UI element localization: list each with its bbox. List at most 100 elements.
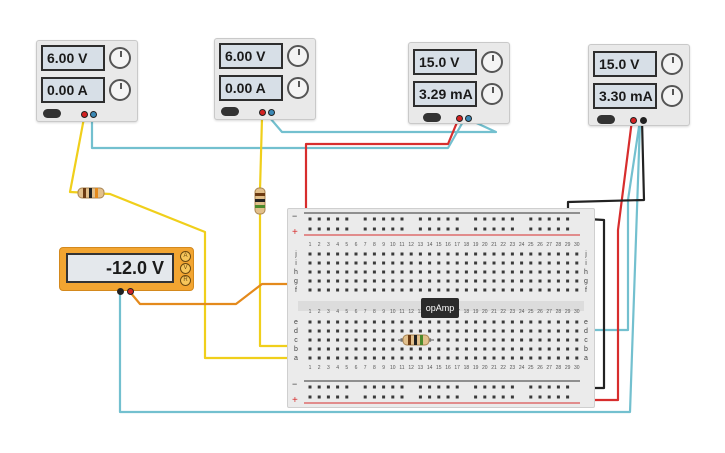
breadboard-hole[interactable] — [455, 385, 459, 389]
breadboard-hole[interactable] — [418, 227, 422, 231]
breadboard-hole[interactable] — [308, 338, 312, 342]
breadboard-hole[interactable] — [446, 288, 450, 292]
breadboard-hole[interactable] — [566, 279, 570, 283]
breadboard-hole[interactable] — [510, 279, 514, 283]
breadboard-hole[interactable] — [474, 270, 478, 274]
breadboard-hole[interactable] — [428, 385, 432, 389]
breadboard-hole[interactable] — [483, 347, 487, 351]
breadboard-hole[interactable] — [437, 356, 441, 360]
breadboard-hole[interactable] — [437, 338, 441, 342]
breadboard-hole[interactable] — [547, 356, 551, 360]
psu1-current-knob[interactable] — [109, 79, 131, 101]
breadboard-hole[interactable] — [455, 227, 459, 231]
breadboard-hole[interactable] — [400, 288, 404, 292]
breadboard-hole[interactable] — [501, 288, 505, 292]
breadboard-hole[interactable] — [336, 385, 340, 389]
breadboard-hole[interactable] — [510, 320, 514, 324]
breadboard-hole[interactable] — [372, 270, 376, 274]
breadboard-hole[interactable] — [520, 356, 524, 360]
breadboard-hole[interactable] — [492, 329, 496, 333]
breadboard-hole[interactable] — [474, 329, 478, 333]
breadboard-hole[interactable] — [455, 356, 459, 360]
breadboard-hole[interactable] — [566, 347, 570, 351]
breadboard-hole[interactable] — [418, 279, 422, 283]
breadboard-hole[interactable] — [372, 347, 376, 351]
breadboard-hole[interactable] — [492, 347, 496, 351]
breadboard-hole[interactable] — [363, 356, 367, 360]
breadboard-hole[interactable] — [501, 329, 505, 333]
breadboard-hole[interactable] — [391, 329, 395, 333]
breadboard-hole[interactable] — [547, 217, 551, 221]
breadboard-hole[interactable] — [345, 252, 349, 256]
breadboard-hole[interactable] — [510, 356, 514, 360]
breadboard-hole[interactable] — [501, 395, 505, 399]
breadboard-hole[interactable] — [372, 329, 376, 333]
breadboard-hole[interactable] — [538, 395, 542, 399]
breadboard-hole[interactable] — [483, 261, 487, 265]
breadboard-hole[interactable] — [409, 347, 413, 351]
breadboard-hole[interactable] — [474, 252, 478, 256]
breadboard-hole[interactable] — [520, 347, 524, 351]
psu2-negative-terminal[interactable] — [268, 109, 275, 116]
breadboard-hole[interactable] — [391, 385, 395, 389]
breadboard-hole[interactable] — [446, 329, 450, 333]
breadboard-hole[interactable] — [547, 338, 551, 342]
psu1-positive-terminal[interactable] — [81, 111, 88, 118]
breadboard-hole[interactable] — [317, 252, 321, 256]
breadboard-hole[interactable] — [464, 279, 468, 283]
breadboard-hole[interactable] — [474, 395, 478, 399]
breadboard-hole[interactable] — [391, 395, 395, 399]
breadboard-hole[interactable] — [538, 227, 542, 231]
breadboard-hole[interactable] — [308, 288, 312, 292]
breadboard-hole[interactable] — [326, 270, 330, 274]
breadboard-hole[interactable] — [382, 288, 386, 292]
breadboard-hole[interactable] — [520, 288, 524, 292]
breadboard-hole[interactable] — [556, 270, 560, 274]
breadboard-hole[interactable] — [336, 320, 340, 324]
breadboard-hole[interactable] — [492, 320, 496, 324]
breadboard-hole[interactable] — [354, 252, 358, 256]
breadboard-hole[interactable] — [409, 320, 413, 324]
psu4-positive-terminal[interactable] — [630, 117, 637, 124]
breadboard-hole[interactable] — [464, 252, 468, 256]
breadboard-hole[interactable] — [556, 279, 560, 283]
breadboard-hole[interactable] — [336, 261, 340, 265]
breadboard-hole[interactable] — [317, 270, 321, 274]
breadboard-hole[interactable] — [566, 329, 570, 333]
breadboard-hole[interactable] — [336, 279, 340, 283]
breadboard-hole[interactable] — [326, 252, 330, 256]
psu4-voltage-knob[interactable] — [661, 53, 683, 75]
breadboard-hole[interactable] — [382, 261, 386, 265]
breadboard-hole[interactable] — [372, 356, 376, 360]
breadboard-hole[interactable] — [317, 320, 321, 324]
breadboard-hole[interactable] — [538, 347, 542, 351]
breadboard-hole[interactable] — [474, 288, 478, 292]
psu3-voltage-knob[interactable] — [481, 51, 503, 73]
breadboard-hole[interactable] — [547, 252, 551, 256]
breadboard-hole[interactable] — [400, 270, 404, 274]
breadboard-hole[interactable] — [345, 217, 349, 221]
breadboard-hole[interactable] — [437, 270, 441, 274]
breadboard-hole[interactable] — [529, 356, 533, 360]
breadboard-hole[interactable] — [372, 261, 376, 265]
breadboard-hole[interactable] — [464, 356, 468, 360]
breadboard-hole[interactable] — [400, 385, 404, 389]
breadboard-hole[interactable] — [464, 338, 468, 342]
breadboard-hole[interactable] — [520, 261, 524, 265]
psu1-power-switch[interactable] — [43, 109, 61, 118]
breadboard-hole[interactable] — [391, 217, 395, 221]
breadboard-hole[interactable] — [446, 261, 450, 265]
breadboard-hole[interactable] — [317, 261, 321, 265]
breadboard-hole[interactable] — [391, 279, 395, 283]
breadboard-hole[interactable] — [336, 270, 340, 274]
breadboard-hole[interactable] — [428, 288, 432, 292]
breadboard-hole[interactable] — [418, 347, 422, 351]
breadboard-hole[interactable] — [483, 329, 487, 333]
breadboard-hole[interactable] — [345, 385, 349, 389]
breadboard-hole[interactable] — [418, 329, 422, 333]
breadboard-hole[interactable] — [437, 395, 441, 399]
breadboard-hole[interactable] — [336, 217, 340, 221]
breadboard-hole[interactable] — [446, 252, 450, 256]
